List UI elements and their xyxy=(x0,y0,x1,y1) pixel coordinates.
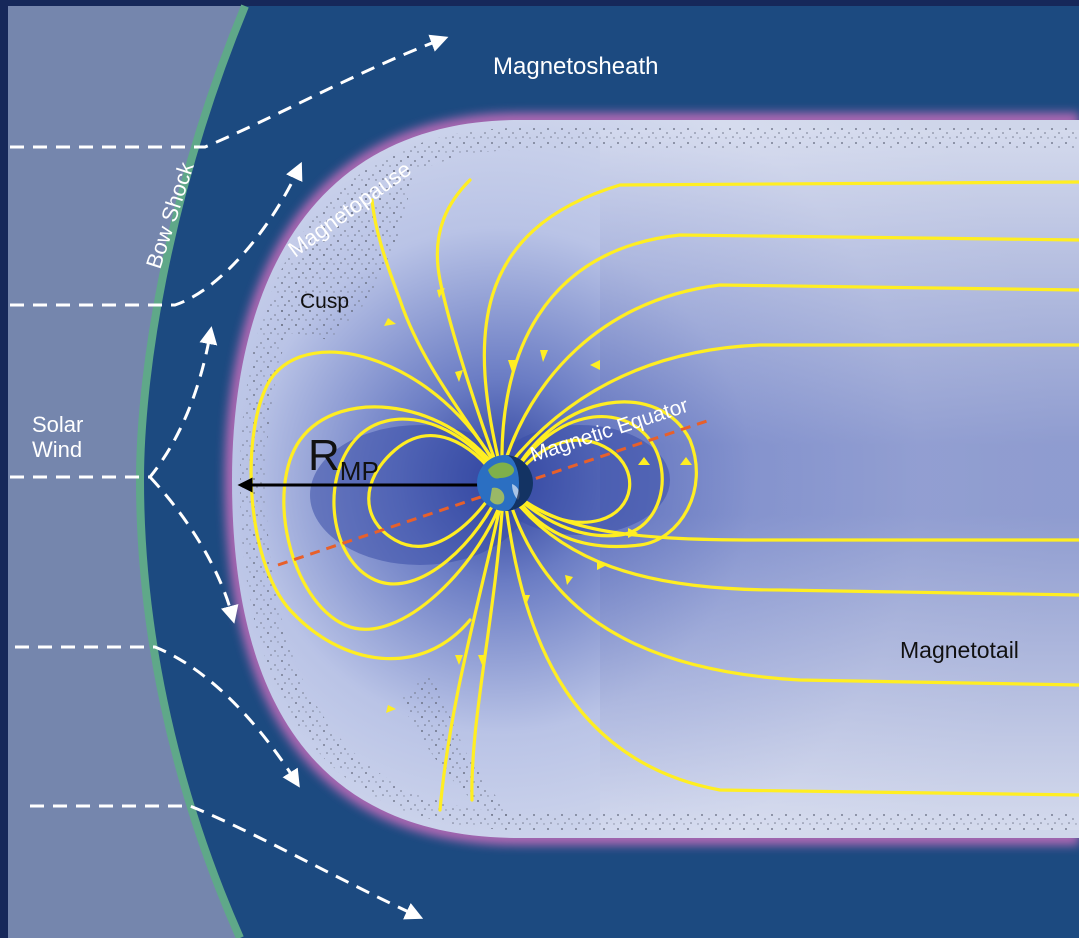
field-arrow xyxy=(437,288,445,298)
field-lines xyxy=(249,178,1079,812)
field-arrow xyxy=(565,575,573,585)
flow-line xyxy=(10,161,303,307)
field-arrow xyxy=(455,370,463,382)
field-line xyxy=(508,492,1079,597)
field-line xyxy=(508,415,664,538)
field-arrow xyxy=(628,528,638,538)
solar-wind-label-line1: Solar xyxy=(32,412,83,437)
solar-wind-label-line2: Wind xyxy=(32,437,82,462)
field-line xyxy=(438,496,504,812)
flow-line xyxy=(15,645,300,788)
field-arrow xyxy=(540,350,548,362)
cusp-label: Cusp xyxy=(300,290,349,313)
field-line xyxy=(482,180,1079,468)
field-line xyxy=(470,496,505,802)
field-line xyxy=(282,405,507,631)
magnetotail-label: Magnetotail xyxy=(900,637,1019,663)
solar-wind-flow xyxy=(10,34,449,920)
flow-line xyxy=(10,34,449,149)
field-line xyxy=(435,178,499,468)
field-line xyxy=(367,434,502,548)
flow-line xyxy=(30,804,424,920)
field-arrow xyxy=(455,655,463,665)
magnetosheath-label: Magnetosheath xyxy=(493,53,658,80)
field-arrow xyxy=(680,457,692,465)
field-arrow xyxy=(384,318,396,326)
cusp-dots-south xyxy=(400,670,520,830)
field-line xyxy=(370,198,499,468)
field-line xyxy=(501,283,1079,470)
field-line xyxy=(510,400,698,549)
earth xyxy=(477,455,533,511)
field-line xyxy=(249,350,500,661)
field-line-arrows xyxy=(384,288,692,713)
field-arrow xyxy=(508,360,516,372)
field-arrow xyxy=(590,360,600,370)
field-line xyxy=(332,417,504,586)
field-line xyxy=(506,494,1079,687)
flow-line xyxy=(148,475,239,624)
bow-shock-line xyxy=(135,4,249,938)
field-arrow xyxy=(386,705,396,713)
field-arrow xyxy=(597,560,607,570)
rmp-label-main: R xyxy=(308,431,340,480)
field-arrow xyxy=(478,655,486,665)
field-line xyxy=(503,496,1079,797)
field-line xyxy=(510,490,1079,542)
rmp-label: RMP xyxy=(308,431,379,486)
flow-line xyxy=(10,326,218,479)
cusp-dots-north xyxy=(270,150,420,340)
field-arrow xyxy=(522,595,530,605)
magnetotail-shading xyxy=(600,130,1079,830)
field-line xyxy=(503,343,1079,472)
rmp-label-sub: MP xyxy=(340,456,379,486)
field-arrow xyxy=(638,457,650,465)
field-line xyxy=(500,233,1079,468)
